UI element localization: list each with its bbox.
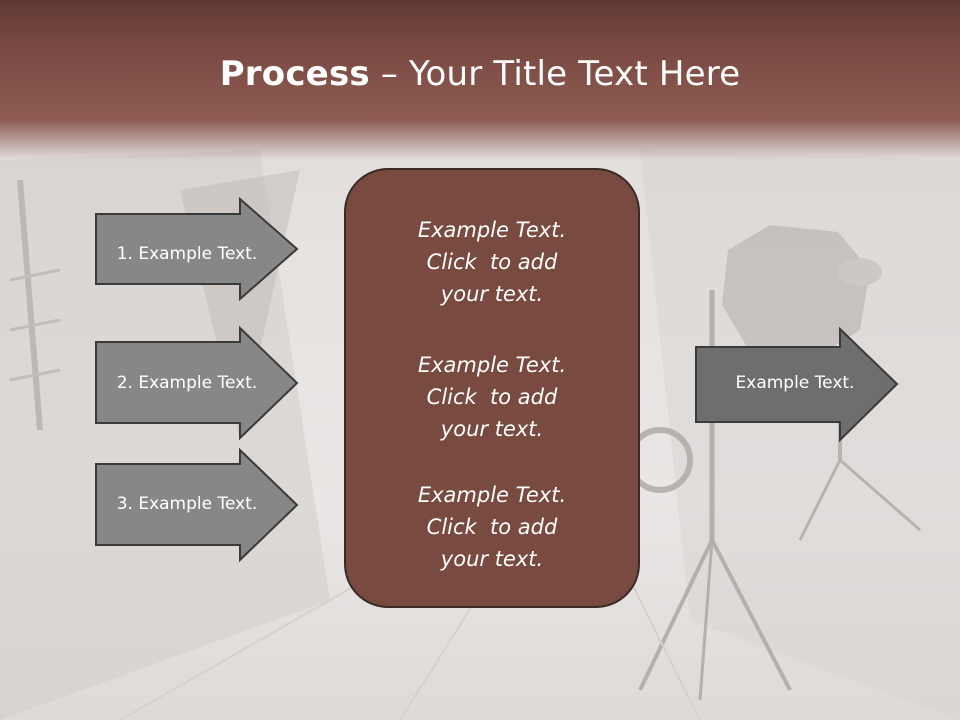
block-2-line-1: Example Text.	[417, 353, 567, 377]
center-text-box[interactable]: Example Text. Click to add your text. Ex…	[344, 168, 640, 608]
left-arrow-3[interactable]	[94, 448, 300, 562]
block-1-line-2: Click to add	[426, 250, 558, 274]
block-3-line-2: Click to add	[426, 515, 558, 539]
right-arrow-label: Example Text.	[735, 373, 855, 393]
left-arrow-2-label: 2. Example Text.	[116, 373, 258, 393]
block-2-line-2: Click to add	[426, 385, 558, 409]
left-arrow-3-label: 3. Example Text.	[116, 494, 258, 514]
page-title: Process – Your Title Text Here	[0, 54, 960, 94]
title-band	[0, 0, 960, 160]
left-arrow-1-label: 1. Example Text.	[116, 244, 258, 264]
title-bold-part: Process	[219, 54, 370, 94]
block-3-line-1: Example Text.	[417, 483, 567, 507]
title-regular-part: – Your Title Text Here	[369, 54, 741, 94]
block-3-line-3: your text.	[440, 547, 544, 571]
block-1-line-3: your text.	[440, 282, 544, 306]
left-arrow-2[interactable]	[94, 326, 300, 440]
center-text-block-2: Example Text. Click to add your text.	[346, 349, 638, 445]
center-text-block-1: Example Text. Click to add your text.	[346, 214, 638, 310]
center-text-block-3: Example Text. Click to add your text.	[346, 479, 638, 575]
left-arrow-1[interactable]	[94, 197, 300, 301]
right-arrow[interactable]	[694, 327, 900, 443]
block-2-line-3: your text.	[440, 417, 544, 441]
block-1-line-1: Example Text.	[417, 218, 567, 242]
